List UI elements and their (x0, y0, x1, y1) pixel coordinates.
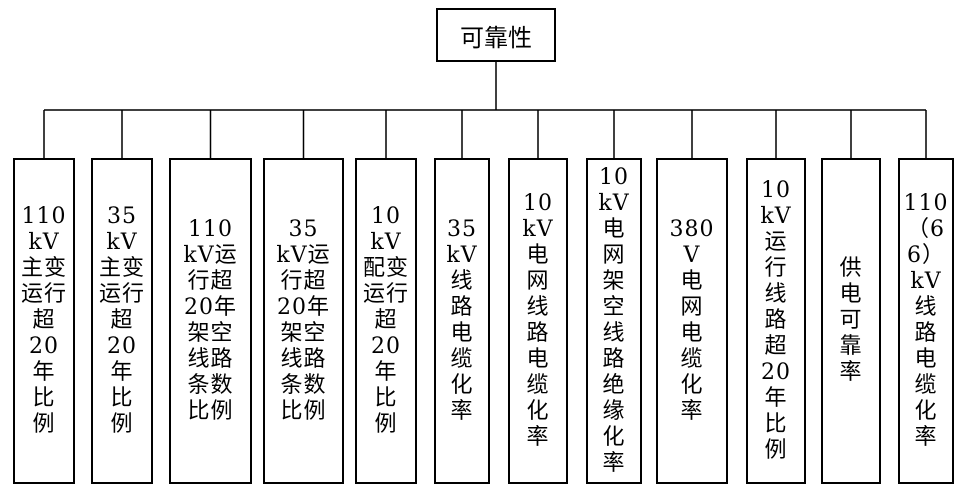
leaf-label-12: 110 （6 6） kV 线 路 电 缆 化 率 (903, 191, 949, 450)
leaf-node-11: 供 电 可 靠 率 (821, 158, 881, 484)
root-node-label: 可靠性 (460, 23, 532, 52)
leaf-label-9: 380 V 电 网 电 缆 化 率 (669, 217, 715, 424)
leaf-label-6: 35 kV 线 路 电 缆 化 率 (446, 217, 478, 424)
leaf-label-10: 10 kV 运 行 线 路 超 20 年 比 例 (760, 178, 792, 463)
leaf-node-1: 110 kV 主变 运行 超 20 年 比 例 (13, 158, 75, 484)
root-node: 可靠性 (436, 8, 556, 62)
leaf-node-5: 10 kV 配变 运行 超 20 年 比 例 (355, 158, 417, 484)
leaf-label-2: 35 kV 主变 运行 超 20 年 比 例 (98, 204, 145, 437)
leaf-label-11: 供 电 可 靠 率 (839, 256, 863, 385)
leaf-node-3: 110 kV运 行超 20年 架空 线路 条数 比例 (169, 158, 252, 484)
leaf-node-4: 35 kV运 行超 20年 架空 线路 条数 比例 (263, 158, 344, 484)
leaf-node-7: 10 kV 电 网 线 路 电 缆 化 率 (508, 158, 568, 484)
leaf-label-5: 10 kV 配变 运行 超 20 年 比 例 (362, 204, 409, 437)
leaf-node-9: 380 V 电 网 电 缆 化 率 (656, 158, 728, 484)
leaf-node-10: 10 kV 运 行 线 路 超 20 年 比 例 (746, 158, 806, 484)
leaf-label-8: 10 kV 电 网 架 空 线 路 绝 缘 化 率 (598, 165, 630, 476)
leaf-label-4: 35 kV运 行超 20年 架空 线路 条数 比例 (276, 217, 331, 424)
leaf-label-3: 110 kV运 行超 20年 架空 线路 条数 比例 (183, 217, 238, 424)
leaf-node-6: 35 kV 线 路 电 缆 化 率 (434, 158, 490, 484)
leaf-label-7: 10 kV 电 网 线 路 电 缆 化 率 (522, 191, 554, 450)
leaf-label-1: 110 kV 主变 运行 超 20 年 比 例 (20, 204, 67, 437)
leaf-node-8: 10 kV 电 网 架 空 线 路 绝 缘 化 率 (586, 158, 642, 484)
leaf-node-12: 110 （6 6） kV 线 路 电 缆 化 率 (898, 158, 954, 484)
leaf-node-2: 35 kV 主变 运行 超 20 年 比 例 (91, 158, 153, 484)
